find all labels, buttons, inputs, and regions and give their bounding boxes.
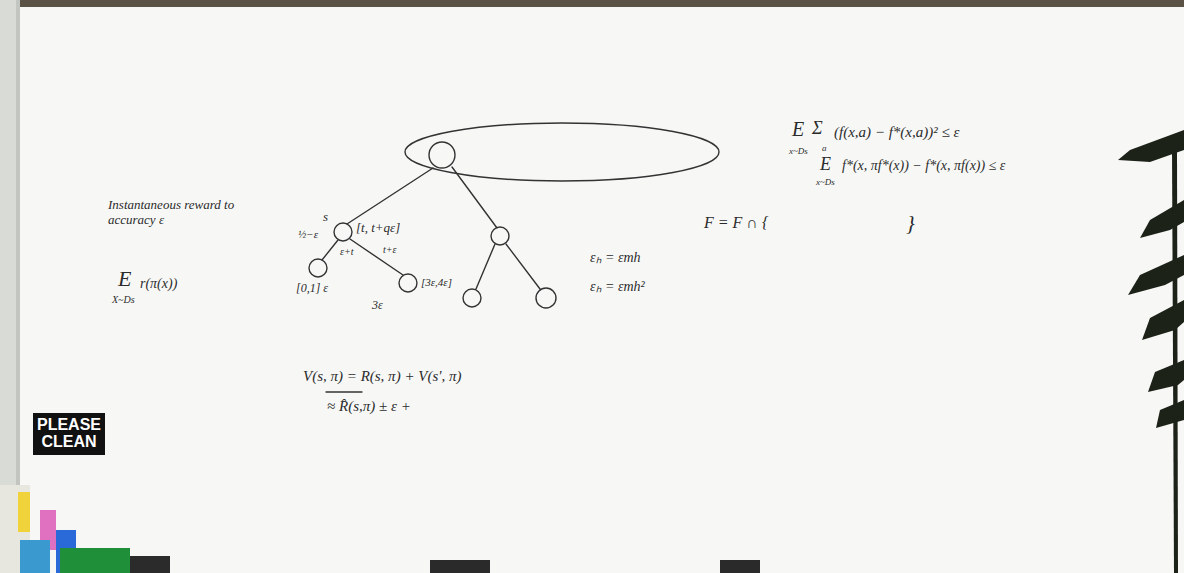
note-text: Instantaneous reward to accuracy ε — [108, 198, 268, 228]
plant-silhouette — [1118, 130, 1184, 573]
value-label: ½−ε — [298, 228, 318, 241]
edge-label: t+ε — [382, 244, 397, 256]
equation-text: εₕ = εmh — [590, 250, 641, 266]
sign-text: PLEASE CLEAN — [37, 417, 101, 451]
equation-text: ≈ R̂(s,π) ± ε + — [327, 398, 411, 415]
search-tree — [309, 123, 719, 392]
equation-text: V(s, π) = R(s, π) + V(s', π) — [303, 368, 461, 385]
board-top-edge — [0, 0, 1184, 7]
edge-label: ε+t — [339, 246, 354, 258]
interval-label: [3ε,4ε] — [421, 276, 452, 289]
subscript: a — [822, 143, 827, 153]
sum-symbol: Σ — [812, 118, 823, 139]
expectation-symbol: E — [820, 154, 831, 175]
equation-text: (f(x,a) − f*(x,a))² ≤ ε — [834, 124, 959, 141]
interval-label: [0,1] ε — [296, 282, 328, 296]
brace: } — [906, 210, 915, 235]
marker-tray — [0, 485, 760, 573]
interval-label: [t, t+qε] — [356, 221, 400, 236]
state-label: s — [323, 210, 328, 225]
formula-text: r(π(x)) — [140, 276, 177, 292]
equation-text: εₕ = εmh² — [590, 279, 645, 295]
subscript: X~Ds — [112, 294, 135, 306]
value-label: 3ε — [372, 299, 383, 313]
subscript: x~Ds — [789, 146, 808, 156]
expectation-symbol: E — [792, 118, 804, 141]
expectation-symbol: E — [118, 266, 131, 291]
sign-box: PLEASE CLEAN — [33, 413, 105, 455]
subscript: x~Ds — [816, 177, 835, 187]
equation-text: f*(x, πf*(x)) − f*(x, πf(x)) ≤ ε — [842, 158, 1005, 174]
set-definition: F = F ∩ { — [704, 214, 768, 232]
